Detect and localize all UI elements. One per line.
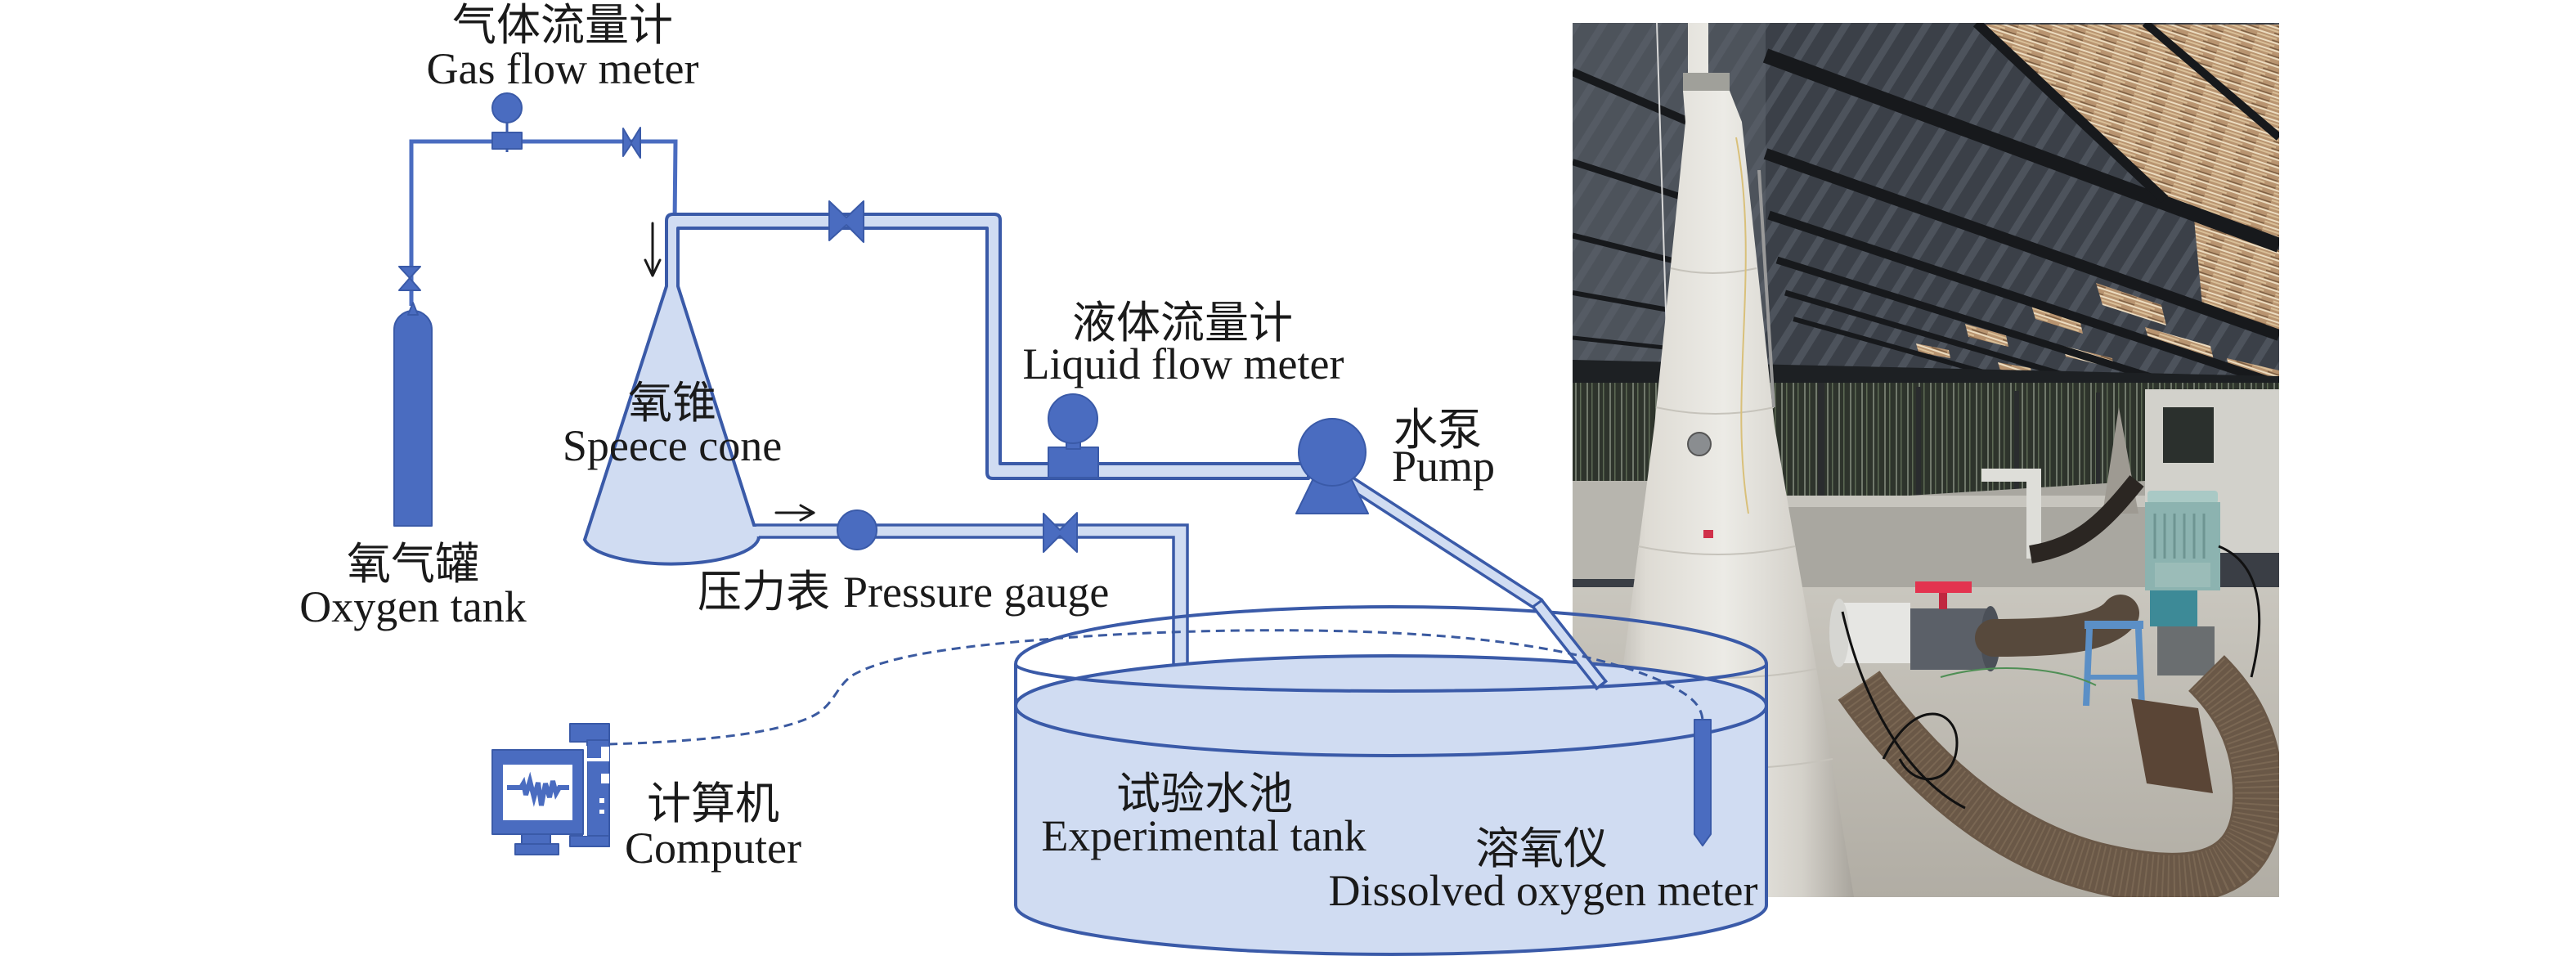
gas-flow-meter-label-zh: 气体流量计 <box>452 1 673 50</box>
computer-label-zh: 计算机 <box>647 779 779 828</box>
gas-flow-meter-label-en: Gas flow meter <box>427 44 699 93</box>
photo-front-hose <box>1838 655 2279 897</box>
computer-monitor-icon <box>491 723 610 855</box>
arrow-down-icon <box>644 222 662 277</box>
gas-flow-meter-icon <box>491 92 523 152</box>
pump-label-zh: 水泵 <box>1393 406 1482 455</box>
outlet-pipe <box>740 523 1189 664</box>
arrow-right-icon <box>774 504 815 522</box>
experimental-tank-icon <box>1013 605 1769 956</box>
pressure-gauge-label-zh: 压力表 <box>698 568 830 617</box>
photo-cables <box>1841 545 2261 810</box>
outlet-valve-icon <box>1043 512 1078 553</box>
oxygen-tank-icon <box>393 302 433 527</box>
photo-background-hose <box>2029 475 2144 563</box>
dissolved-oxygen-meter-label-en: Dissolved oxygen meter <box>1329 866 1758 915</box>
photo-posts <box>1818 383 2100 505</box>
gas-line <box>409 139 678 306</box>
photo-background-pipe <box>1981 469 2041 559</box>
pump-discharge-pipe <box>1344 474 1609 691</box>
experimental-tank-label-zh: 试验水池 <box>1116 770 1293 819</box>
gas-line-valve-icon <box>622 127 641 159</box>
photo-hose-from-valve <box>1975 595 2139 657</box>
speece-cone-label-zh: 氧锥 <box>628 379 716 428</box>
photo-straw-panels <box>1916 25 2279 389</box>
photo-pool-rim <box>1777 496 2145 507</box>
oxygen-tank-label-zh: 氧气罐 <box>347 540 479 589</box>
computer-label-en: Computer <box>625 824 801 873</box>
dissolved-oxygen-probe-icon <box>1694 719 1712 846</box>
liquid-flow-meter-label-en: Liquid flow meter <box>1023 339 1344 388</box>
oxygen-tank-label-en: Oxygen tank <box>299 582 526 631</box>
photo-stool <box>2083 621 2145 707</box>
oxygen-valve-icon <box>398 266 421 291</box>
signal-cable <box>608 629 1704 746</box>
photo-pump-motor <box>2145 491 2220 675</box>
photo-wooden-box <box>2131 698 2213 793</box>
dissolved-oxygen-meter-label-zh: 溶氧仪 <box>1475 824 1608 873</box>
pump-label-en: Pump <box>1392 442 1495 491</box>
pressure-gauge-label-en: Pressure gauge <box>843 568 1109 617</box>
photo-background-pool-wall <box>1777 481 2145 595</box>
liquid-flow-meter-label-zh: 液体流量计 <box>1072 298 1293 348</box>
experimental-tank-label-en: Experimental tank <box>1041 811 1366 860</box>
inlet-valve-icon <box>828 200 864 243</box>
waveform-icon <box>507 771 569 807</box>
pressure-gauge-label: 压力表 Pressure gauge <box>698 568 1109 617</box>
speece-cone-label-en: Speece cone <box>563 421 782 470</box>
pressure-gauge-icon <box>837 509 877 550</box>
pump-icon <box>1295 418 1369 514</box>
liquid-flow-meter-icon <box>1048 393 1099 478</box>
